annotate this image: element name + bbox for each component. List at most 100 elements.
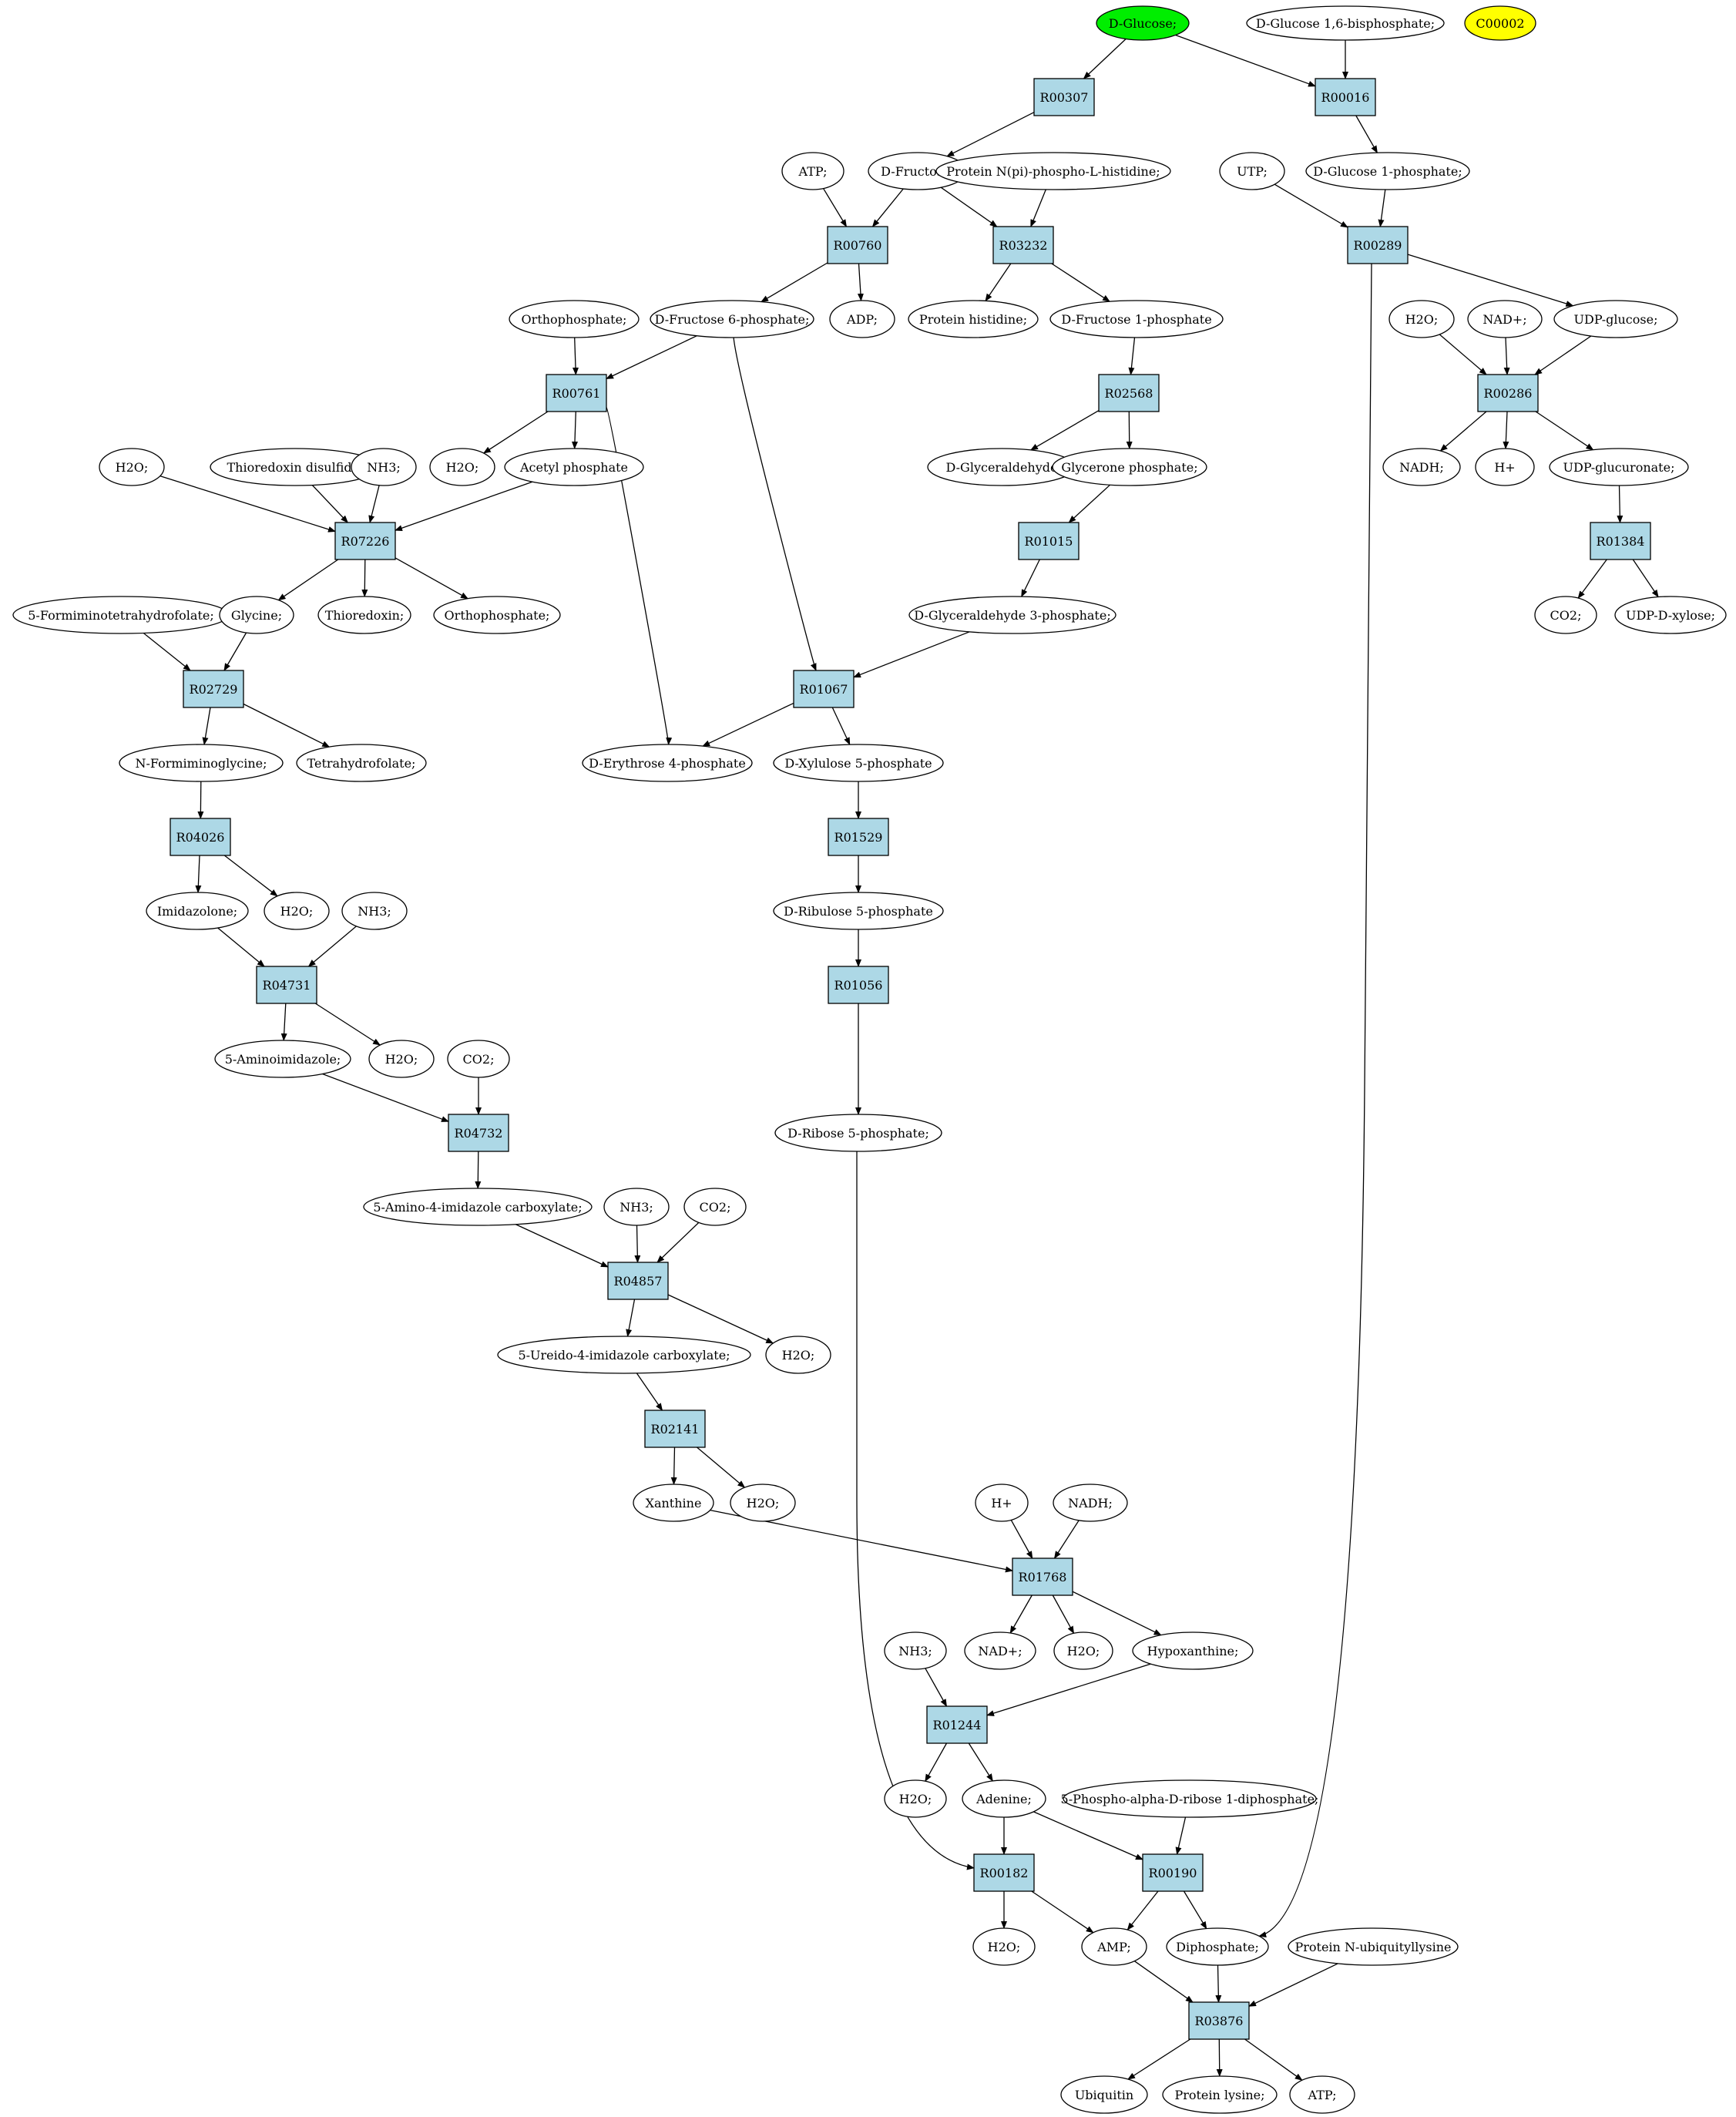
- reaction-node[interactable]: R01768: [1012, 1558, 1073, 1596]
- compound-node[interactable]: 5-Formiminotetrahydrofolate;: [12, 596, 230, 634]
- compound-node[interactable]: Acetyl phosphate: [504, 448, 644, 486]
- compound-node[interactable]: H2O;: [99, 448, 165, 486]
- reaction-node[interactable]: R07226: [334, 522, 396, 560]
- compound-node[interactable]: 5-Amino-4-imidazole carboxylate;: [363, 1188, 593, 1226]
- reaction-node[interactable]: R02141: [644, 1410, 706, 1448]
- reaction-node[interactable]: R03876: [1188, 2001, 1250, 2040]
- compound-node[interactable]: D-Fructose 6-phosphate;: [650, 300, 814, 338]
- compound-node[interactable]: NADH;: [1382, 448, 1461, 486]
- compound-node[interactable]: Protein lysine;: [1162, 2075, 1278, 2114]
- compound-node[interactable]: Protein N-ubiquityllysine: [1288, 1927, 1459, 1966]
- compound-node[interactable]: D-Glucose;: [1096, 5, 1190, 41]
- compound-node[interactable]: H2O;: [264, 892, 330, 930]
- compound-node[interactable]: H+: [1475, 448, 1535, 486]
- compound-node[interactable]: NADH;: [1053, 1484, 1128, 1522]
- reaction-label: R04731: [263, 978, 311, 993]
- compound-node[interactable]: H2O;: [730, 1484, 796, 1522]
- reaction-node[interactable]: R04026: [170, 818, 231, 856]
- compound-node[interactable]: ATP;: [1289, 2075, 1355, 2114]
- compound-node[interactable]: Protein N(pi)-phospho-L-histidine;: [935, 152, 1171, 190]
- compound-node[interactable]: Orthophosphate;: [509, 300, 640, 338]
- reaction-node[interactable]: R00760: [827, 226, 888, 264]
- compound-node[interactable]: Glycine;: [219, 596, 294, 634]
- compound-node[interactable]: NAD+;: [964, 1631, 1036, 1670]
- compound-node[interactable]: D-Ribulose 5-phosphate: [773, 892, 944, 930]
- reaction-node[interactable]: R04731: [256, 966, 317, 1004]
- compound-node[interactable]: H2O;: [765, 1336, 831, 1374]
- reaction-node[interactable]: R00286: [1477, 374, 1539, 412]
- compound-node[interactable]: H2O;: [1053, 1631, 1113, 1670]
- compound-node[interactable]: D-Glucose 1-phosphate;: [1305, 152, 1470, 190]
- compound-node[interactable]: UTP;: [1219, 152, 1285, 190]
- compound-node[interactable]: H2O;: [972, 1927, 1036, 1966]
- compound-node[interactable]: Imidazolone;: [146, 892, 249, 930]
- compound-node[interactable]: D-Glyceraldehyde: [927, 448, 1076, 486]
- compound-node[interactable]: UDP-glucuronate;: [1549, 448, 1689, 486]
- compound-node[interactable]: H2O;: [884, 1779, 947, 1818]
- compound-ellipse: [433, 596, 561, 634]
- compound-node[interactable]: NH3;: [884, 1631, 947, 1670]
- reaction-node[interactable]: R00190: [1142, 1853, 1204, 1892]
- compound-node[interactable]: Protein histidine;: [908, 300, 1039, 338]
- reaction-node[interactable]: R00016: [1315, 78, 1376, 116]
- compound-node[interactable]: Orthophosphate;: [433, 596, 561, 634]
- compound-node[interactable]: D-Fructose 1-phosphate: [1049, 300, 1224, 338]
- compound-node[interactable]: Tetrahydrofolate;: [296, 744, 427, 782]
- compound-node[interactable]: D-Ribose 5-phosphate;: [774, 1114, 942, 1152]
- compound-node[interactable]: NH3;: [351, 448, 417, 486]
- compound-node[interactable]: D-Fructose;: [868, 152, 968, 190]
- compound-node[interactable]: Glycerone phosphate;: [1052, 448, 1207, 486]
- reaction-node[interactable]: R04732: [448, 1114, 509, 1152]
- compound-node[interactable]: N-Formiminoglycine;: [119, 744, 284, 782]
- compound-node[interactable]: Diphosphate;: [1166, 1927, 1269, 1966]
- reaction-node[interactable]: R01067: [793, 670, 855, 708]
- reaction-node[interactable]: R00182: [973, 1853, 1035, 1892]
- reaction-node[interactable]: R02729: [183, 670, 244, 708]
- compound-node[interactable]: 5-Phospho-alpha-D-ribose 1-diphosphate;: [1061, 1779, 1319, 1818]
- reaction-node[interactable]: R01244: [926, 1705, 988, 1744]
- compound-node[interactable]: NH3;: [341, 892, 408, 930]
- reaction-node[interactable]: R00307: [1033, 78, 1095, 116]
- compound-node[interactable]: UDP-D-xylose;: [1614, 596, 1727, 634]
- compound-node[interactable]: ATP;: [781, 152, 844, 190]
- reaction-node[interactable]: R01529: [828, 818, 889, 856]
- compound-node[interactable]: CO2;: [1534, 596, 1597, 634]
- reaction-node[interactable]: R00761: [546, 374, 607, 412]
- compound-node[interactable]: H2O;: [1388, 300, 1455, 338]
- compound-node[interactable]: D-Glucose 1,6-bisphosphate;: [1246, 5, 1445, 41]
- compound-node[interactable]: D-Glyceraldehyde 3-phosphate;: [908, 596, 1116, 634]
- compound-node[interactable]: ADP;: [829, 300, 895, 338]
- reaction-node[interactable]: R03232: [992, 226, 1054, 264]
- compound-node[interactable]: 5-Ureido-4-imidazole carboxylate;: [497, 1336, 751, 1374]
- reaction-node[interactable]: R04857: [607, 1262, 669, 1300]
- edge-layer: [143, 34, 1659, 2081]
- compound-node[interactable]: Thioredoxin disulfide;: [210, 448, 381, 486]
- compound-node[interactable]: Thioredoxin;: [317, 596, 411, 634]
- compound-node[interactable]: D-Erythrose 4-phosphate: [582, 744, 753, 782]
- reaction-label: R02729: [190, 682, 238, 697]
- compound-label: Thioredoxin disulfide;: [227, 460, 363, 475]
- reaction-node[interactable]: R01015: [1018, 522, 1080, 560]
- compound-node[interactable]: H2O;: [368, 1040, 435, 1078]
- reaction-node[interactable]: R02568: [1098, 374, 1160, 412]
- compound-node[interactable]: D-Xylulose 5-phosphate: [773, 744, 944, 782]
- compound-node[interactable]: NH3;: [603, 1188, 670, 1226]
- compound-node[interactable]: AMP;: [1081, 1927, 1147, 1966]
- reaction-node[interactable]: R01384: [1590, 522, 1651, 560]
- compound-node[interactable]: H2O;: [429, 448, 495, 486]
- compound-node[interactable]: C00002: [1464, 5, 1536, 41]
- reaction-node[interactable]: R01056: [828, 966, 889, 1004]
- compound-node[interactable]: Adenine;: [962, 1779, 1046, 1818]
- compound-node[interactable]: Xanthine: [633, 1484, 714, 1522]
- compound-node[interactable]: CO2;: [683, 1188, 747, 1226]
- compound-node[interactable]: H+: [975, 1484, 1029, 1522]
- compound-node[interactable]: Ubiquitin: [1060, 2075, 1148, 2114]
- reaction-node[interactable]: R00289: [1347, 226, 1409, 264]
- edge-c13-to-r7: [1128, 337, 1136, 375]
- compound-node[interactable]: CO2;: [447, 1040, 510, 1078]
- compound-node[interactable]: 5-Aminoimidazole;: [214, 1040, 351, 1078]
- compound-ellipse: [582, 744, 753, 782]
- compound-node[interactable]: UDP-glucose;: [1553, 300, 1678, 338]
- compound-node[interactable]: NAD+;: [1467, 300, 1543, 338]
- compound-node[interactable]: Hypoxanthine;: [1132, 1631, 1254, 1670]
